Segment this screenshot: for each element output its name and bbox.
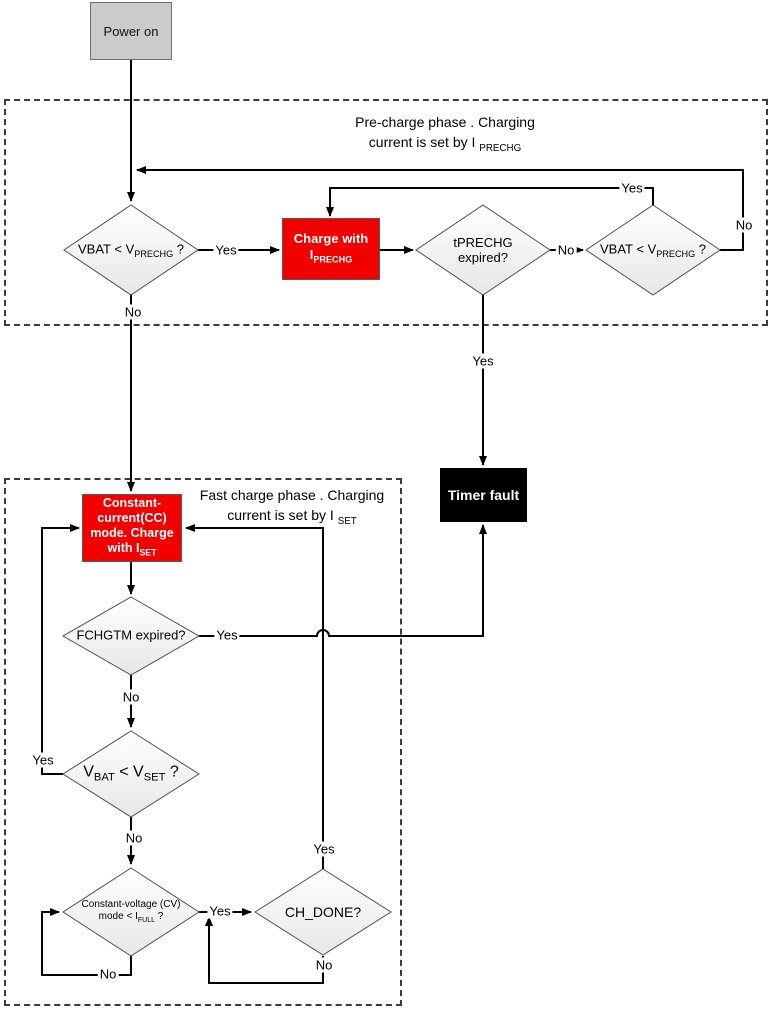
decision-vbat-vset-shape: [62, 730, 200, 818]
edge-label-vbat2-no: No: [733, 217, 755, 233]
precharge-title-line2: current is set by I PRECHG: [368, 134, 522, 154]
edge-label-tprechg-no: No: [555, 242, 577, 258]
edge-label-cv-yes: Yes: [207, 903, 233, 919]
decision-fchgtm-expired-shape: [61, 596, 201, 676]
decision-ch-done-label: CH_DONE?: [284, 903, 362, 920]
edge-label-vset-yes: Yes: [30, 752, 56, 768]
decision-vbat-vprechg-1-label: VBAT < VPRECHG ?: [78, 241, 184, 260]
charge-prechg-line1: Charge with: [293, 230, 369, 246]
timer-fault-label: Timer fault: [447, 487, 520, 503]
edge-vset-yes-loop: [41, 524, 80, 775]
decision-tprechg-expired-label: tPRECHG expired?: [453, 235, 513, 265]
decision-vbat-vset-label: VBAT < VSET ?: [83, 763, 179, 784]
power-on-node: Power on: [90, 2, 172, 60]
edge-cv-no-loop: [41, 908, 132, 976]
edge-vbat2-yes: [326, 187, 654, 217]
edge-label-chdone-no: No: [313, 957, 335, 973]
process-charge-with-iprechg: Charge with IPRECHG: [282, 218, 380, 280]
edge-label-cv-no: No: [97, 966, 119, 982]
cc-line3: mode. Charge: [90, 525, 174, 540]
power-on-label: Power on: [103, 23, 159, 39]
edge-label-fchgtm-no: No: [120, 689, 142, 705]
decision-fchgtm-expired-label: FCHGTM expired?: [76, 627, 186, 643]
edge-chdone-yes-to-cc: [185, 524, 324, 869]
charge-prechg-line2: IPRECHG: [309, 246, 353, 265]
edge-label-chdone-yes: Yes: [311, 841, 337, 857]
decision-cv-ifull-label: Constant-voltage (CV) mode < IFULL ?: [81, 899, 181, 924]
cc-line4: with ISET: [107, 540, 157, 558]
precharge-title-line1: Pre-charge phase . Charging: [355, 114, 535, 130]
decision-cv-ifull-shape: [62, 867, 200, 957]
edge-label-vset-no: No: [123, 830, 145, 846]
edge-label-fchgtm-yes: Yes: [214, 627, 240, 643]
edge-label-tprechg-yes: Yes: [470, 353, 496, 369]
cc-line1: Constant-: [102, 495, 162, 510]
fastcharge-title-line2: current is set by I SET: [227, 507, 357, 527]
decision-vbat-vprechg-2-shape: [585, 204, 721, 296]
edge-label-vbat2-yes: Yes: [619, 180, 645, 196]
decision-vbat-vprechg-1-shape: [63, 204, 199, 296]
edge-vbat2-no-feedback: [136, 166, 744, 251]
edge-fchgtm-yes-timer: [199, 524, 487, 637]
edge-label-vbat1-no: No: [122, 304, 144, 320]
precharge-phase-title: Pre-charge phase . Charging current is s…: [330, 112, 560, 159]
decision-vbat-vprechg-2-label: VBAT < VPRECHG ?: [600, 241, 706, 260]
decision-ch-done-shape: [254, 868, 392, 956]
precharge-phase-container: [4, 99, 768, 326]
process-cc-mode: Constant- current(CC) mode. Charge with …: [82, 494, 182, 562]
edge-label-vbat1-yes: Yes: [213, 242, 239, 258]
timer-fault-node: Timer fault: [440, 468, 527, 522]
fastcharge-phase-title: Fast charge phase . Charging current is …: [185, 485, 399, 532]
fastcharge-title-line1: Fast charge phase . Charging: [199, 487, 385, 503]
fastcharge-phase-container: [4, 478, 402, 1006]
cc-line2: current(CC): [97, 510, 167, 525]
decision-tprechg-expired-shape: [415, 204, 551, 296]
